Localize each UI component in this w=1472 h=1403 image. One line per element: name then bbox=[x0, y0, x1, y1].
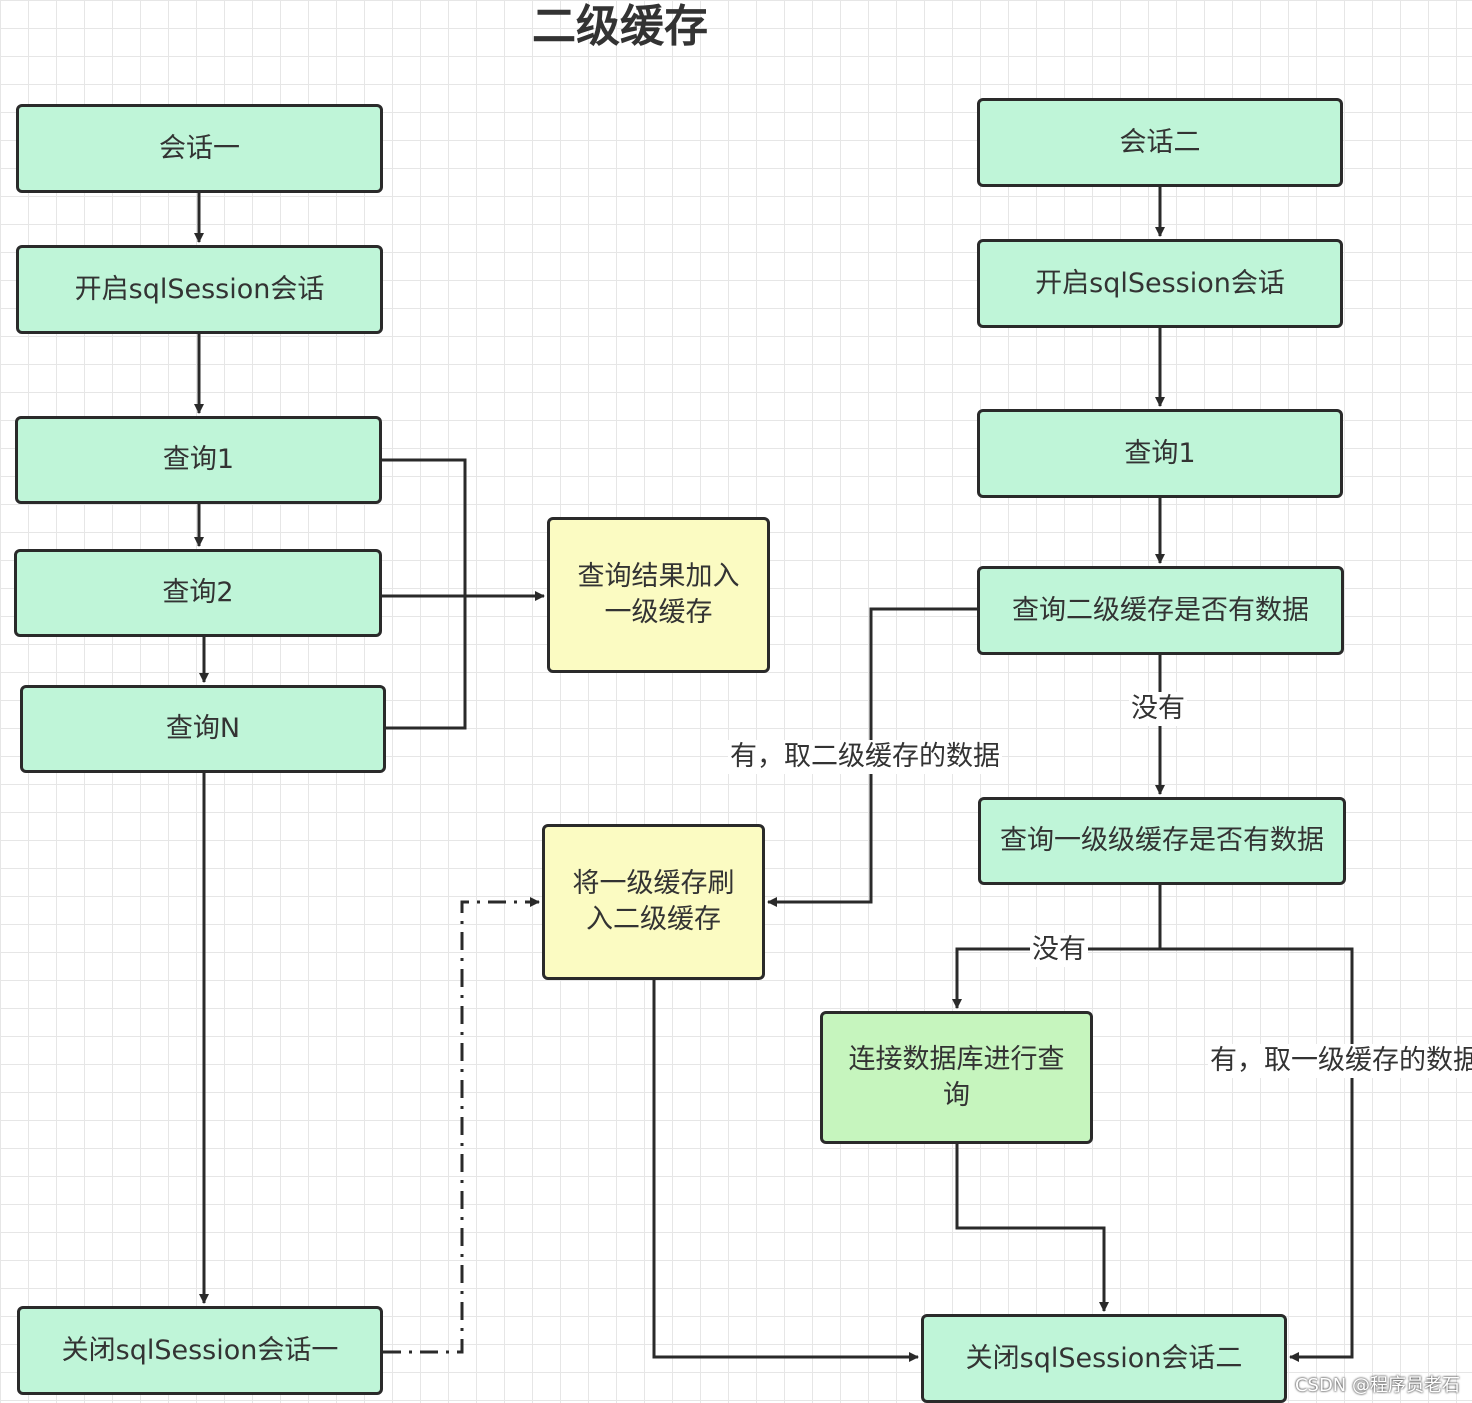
node-close-session-two: 关闭sqlSession会话二 bbox=[921, 1314, 1287, 1403]
arrow-close1-to-flush bbox=[383, 897, 540, 1354]
node-open-session-left: 开启sqlSession会话 bbox=[16, 245, 383, 334]
node-close-session-one: 关闭sqlSession会话一 bbox=[17, 1306, 383, 1395]
edge-label-l1-miss: 没有 bbox=[1030, 933, 1088, 967]
node-open-session-right: 开启sqlSession会话 bbox=[977, 239, 1343, 328]
node-flush-l1-to-l2: 将一级缓存刷入二级缓存 bbox=[542, 824, 765, 980]
edge-label-l2-hit: 有，取二级缓存的数据 bbox=[728, 740, 1002, 774]
node-query-database: 连接数据库进行查询 bbox=[820, 1011, 1093, 1144]
node-check-l2-cache: 查询二级缓存是否有数据 bbox=[977, 566, 1344, 655]
node-session-two: 会话二 bbox=[977, 98, 1343, 187]
node-queryN-left: 查询N bbox=[20, 685, 386, 773]
node-query1-right: 查询1 bbox=[977, 409, 1343, 498]
node-session-one: 会话一 bbox=[16, 104, 383, 193]
edge-label-l1-hit: 有，取一级缓存的数据 bbox=[1208, 1044, 1472, 1078]
edge-label-l2-miss: 没有 bbox=[1129, 692, 1187, 726]
arrow-flush-to-close2 bbox=[652, 979, 919, 1362]
csdn-watermark: CSDN @程序员老石 bbox=[1294, 1375, 1460, 1396]
node-query2-left: 查询2 bbox=[14, 549, 382, 637]
arrow-db-to-close2 bbox=[955, 1143, 1109, 1312]
node-query1-left: 查询1 bbox=[15, 416, 382, 504]
wire-query1-bracket bbox=[382, 458, 467, 730]
node-check-l1-cache: 查询一级级缓存是否有数据 bbox=[978, 797, 1346, 885]
arrow-check-l1-yes-to-close2 bbox=[1160, 947, 1354, 1362]
diagram-title: 二级缓存 bbox=[532, 1, 708, 52]
node-add-to-l1-cache: 查询结果加入一级缓存 bbox=[547, 517, 770, 673]
